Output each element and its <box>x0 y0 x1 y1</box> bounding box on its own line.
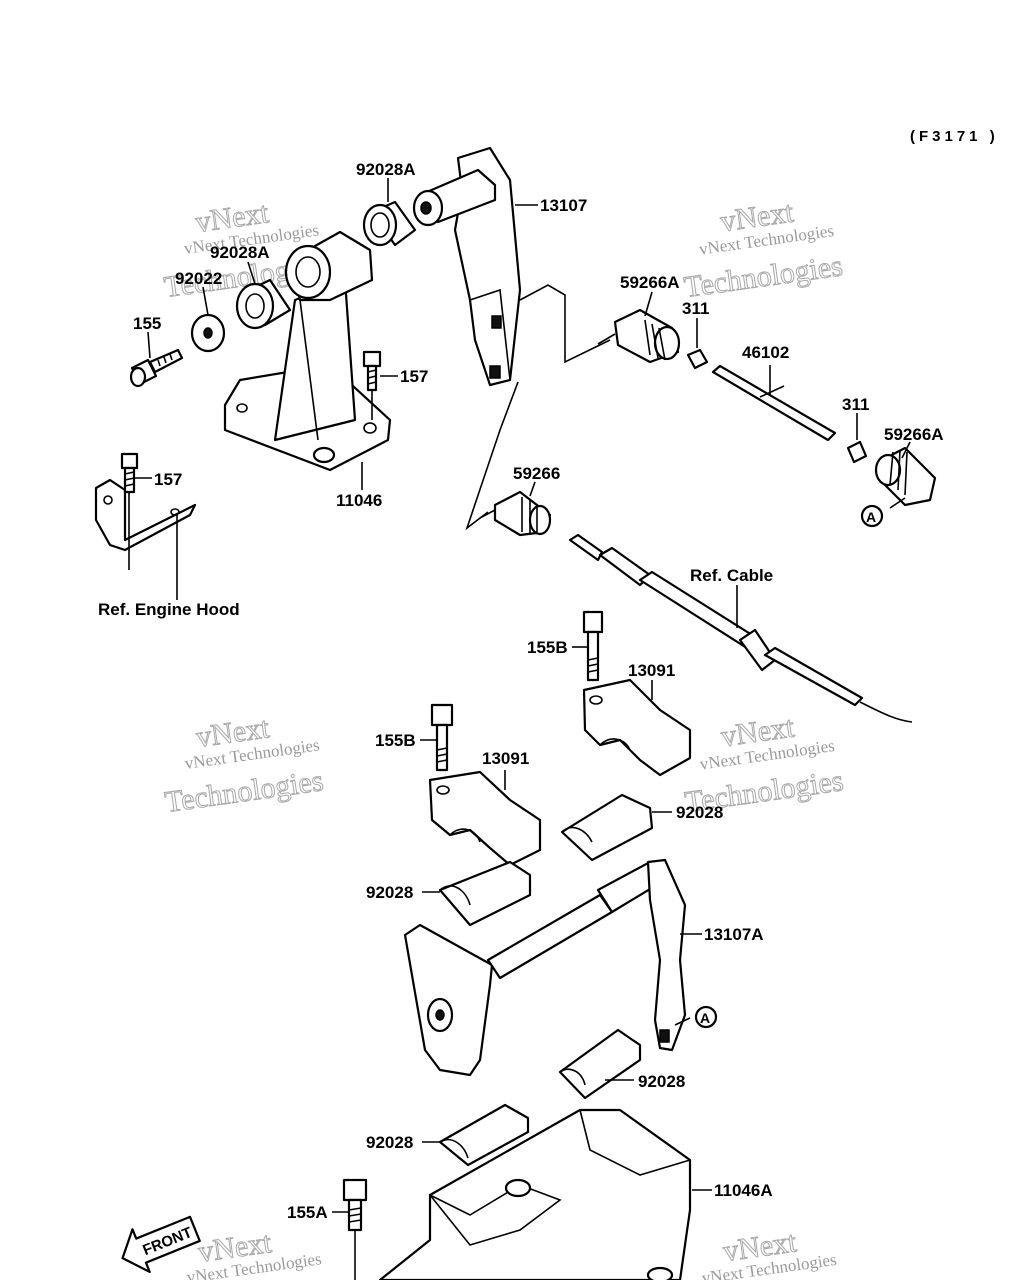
part-13107-lever <box>412 146 522 387</box>
label-92028-c: 92028 <box>638 1072 685 1091</box>
label-157-upper: 157 <box>400 367 428 386</box>
label-59266A-upper: 59266A <box>620 273 680 292</box>
watermark-mid-right: vNext vNext Technologies Technologies <box>682 710 846 820</box>
part-155B-bolt-left <box>420 703 454 772</box>
marker-A-lower: A <box>694 1005 718 1029</box>
part-labels: 92028A 13107 92028A 92022 155 157 11046 … <box>98 160 944 1222</box>
label-157-lower: 157 <box>154 470 182 489</box>
part-59266A-joint-upper <box>597 291 681 364</box>
watermark-bottom-left: vNext vNext Technologies <box>185 1225 322 1280</box>
label-92028A-top: 92028A <box>356 160 416 179</box>
label-ref-engine-hood: Ref. Engine Hood <box>98 600 240 619</box>
part-92022-washer <box>190 313 226 353</box>
part-92028-bushing-c <box>558 1028 642 1100</box>
part-59266A-joint-right <box>874 441 937 509</box>
label-13091-left: 13091 <box>482 749 529 768</box>
label-92028-b: 92028 <box>366 883 413 902</box>
part-92028A-bushing-right <box>362 200 417 247</box>
part-46102-rod <box>711 364 837 442</box>
label-311-upper: 311 <box>682 299 709 318</box>
front-arrow: FRONT <box>121 1215 201 1274</box>
marker-A-upper: A <box>860 504 884 528</box>
part-155-bolt <box>129 348 184 388</box>
label-59266: 59266 <box>513 464 560 483</box>
label-311-lower: 311 <box>842 395 869 414</box>
part-311-nut-upper <box>686 318 709 370</box>
part-92028-bushing-d <box>422 1103 530 1167</box>
label-46102: 46102 <box>742 343 789 362</box>
label-155B-left: 155B <box>375 731 416 750</box>
svg-text:A: A <box>700 1010 710 1026</box>
part-13091-clamp-left <box>428 770 542 867</box>
label-ref-cable: Ref. Cable <box>690 566 773 585</box>
leader-lines-upper <box>135 178 611 600</box>
watermark-top-right: vNext vNext Technologies Technologies <box>682 195 846 305</box>
part-engine-hood-bracket <box>94 452 197 570</box>
part-92028-bushing-a <box>560 793 672 862</box>
part-ref-cable <box>568 533 913 723</box>
label-11046A: 11046A <box>714 1181 773 1200</box>
label-13107: 13107 <box>540 196 587 215</box>
label-155: 155 <box>133 314 161 333</box>
part-92028-bushing-b <box>422 860 532 927</box>
watermark-bottom-right: vNext vNext Technologies <box>701 1225 838 1280</box>
label-13091-right: 13091 <box>628 661 675 680</box>
watermark-mid-left: vNext vNext Technologies Technologies <box>162 711 326 820</box>
label-11046: 11046 <box>336 491 382 510</box>
label-92028A-left: 92028A <box>210 243 270 262</box>
label-155A: 155A <box>287 1203 328 1222</box>
part-155A-bolt <box>332 1178 368 1280</box>
svg-text:A: A <box>866 509 876 525</box>
label-59266A-right: 59266A <box>884 425 944 444</box>
part-11046-bracket <box>223 230 392 472</box>
part-155B-bolt-right <box>572 610 604 682</box>
label-92028-a: 92028 <box>676 803 723 822</box>
label-13107A: 13107A <box>704 925 764 944</box>
part-59266-joint <box>479 481 552 537</box>
label-92022: 92022 <box>175 269 222 288</box>
diagram-code: (F3171 ) <box>910 128 999 145</box>
label-155B-right: 155B <box>527 638 568 657</box>
label-92028-d: 92028 <box>366 1133 413 1152</box>
part-13091-clamp-right <box>582 678 692 777</box>
part-11046A-base <box>378 1108 712 1280</box>
part-157-bolt-upper <box>362 350 382 420</box>
part-13107A-lever <box>403 858 702 1077</box>
part-311-nut-lower <box>846 413 868 464</box>
